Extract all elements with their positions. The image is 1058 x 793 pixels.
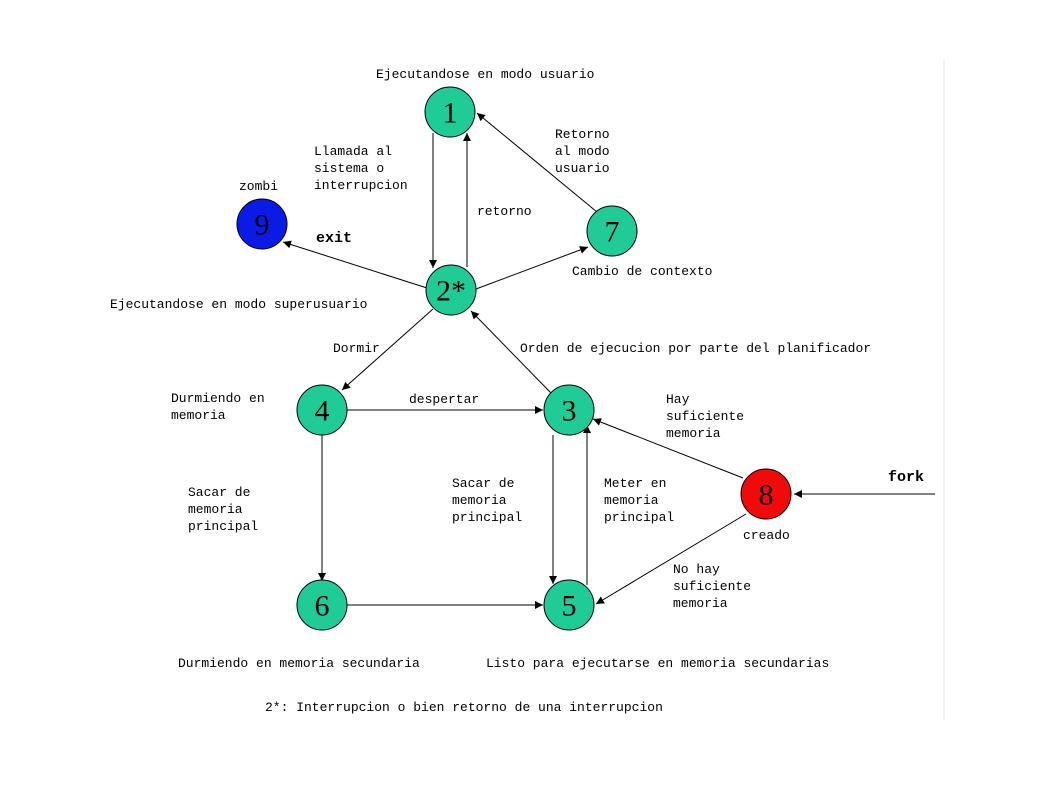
state-9-label: 9 [255,209,270,242]
return-user-mode-label: Retorno al modo usuario [555,127,617,176]
state-7-node: 7 [586,205,638,257]
swap-out-3-line-2: memoria [452,493,507,508]
return-user-mode-line-3: usuario [555,161,610,176]
swap-out-3-label: Sacar de memoria principal [452,476,522,525]
syscall-label-line-3: interrupcion [314,178,408,193]
state-4-node: 4 [296,384,348,436]
state-3-label: 3 [562,395,577,428]
swap-out-4-line-2: memoria [188,502,243,517]
state-7-label: 7 [605,216,620,249]
enough-memory-label: Hay suficiente memoria [666,392,752,441]
state-5-label: 5 [562,590,577,623]
edge-8-to-5 [595,513,747,605]
retorno-label: retorno [477,204,532,219]
enough-memory-line-3: memoria [666,426,721,441]
state-4-description: Durmiendo en memoria [171,391,272,423]
state-5-circle [543,579,595,631]
sleep-label: Dormir [333,341,380,356]
return-user-mode-line-1: Retorno [555,127,610,142]
fork-label: fork [888,469,924,486]
swap-in-line-2: memoria [604,493,659,508]
created-label: creado [743,528,790,543]
swap-out-3-line-1: Sacar de [452,476,514,491]
state-8-node: 8 [740,468,792,520]
state-5-description: Listo para ejecutarse en memoria secunda… [486,656,829,671]
state-3-circle [543,384,595,436]
exit-label: exit [316,230,352,247]
state-2-label: 2* [436,275,466,308]
swap-in-line-3: principal [604,510,674,525]
state-4-description-line-1: Durmiendo en [171,391,265,406]
state-7-circle [586,205,638,257]
footnote: 2*: Interrupcion o bien retorno de una i… [265,700,663,715]
state-3-node: 3 [543,384,595,436]
not-enough-memory-label: No hay suficiente memoria [673,562,759,611]
enough-memory-line-2: suficiente [666,409,744,424]
state-4-description-line-2: memoria [171,408,226,423]
state-6-description: Durmiendo en memoria secundaria [178,656,420,671]
syscall-label-line-2: sistema o [314,161,384,176]
syscall-label: Llamada al sistema o interrupcion [314,144,408,193]
state-9-circle [236,198,288,250]
state-6-node: 6 [296,579,348,631]
enough-memory-line-1: Hay [666,392,690,407]
state-4-label: 4 [315,395,330,428]
swap-in-label: Meter en memoria principal [604,476,674,525]
zombie-label: zombi [239,179,278,194]
state-6-label: 6 [315,590,330,623]
state-5-node: 5 [543,579,595,631]
state-8-circle [740,468,792,520]
swap-in-line-1: Meter en [604,476,666,491]
edge-7-to-1 [476,112,598,213]
state-1-description: Ejecutandose en modo usuario [376,67,594,82]
state-4-circle [296,384,348,436]
swap-out-4-label: Sacar de memoria principal [188,485,258,534]
state-8-label: 8 [759,479,774,512]
syscall-label-line-1: Llamada al [314,144,392,159]
edge-2-to-7 [475,246,589,290]
swap-out-4-line-3: principal [188,519,258,534]
state-1-circle [424,86,476,138]
state-6-circle [296,579,348,631]
state-9-node: 9 [236,198,288,250]
edge-8-to-3 [592,418,744,479]
swap-out-3-line-3: principal [452,510,522,525]
edge-3-to-2 [470,310,552,394]
state-2-circle [425,264,477,316]
edge-2-to-4 [341,308,434,391]
context-switch-label: Cambio de contexto [572,264,712,279]
state-2-node: 2* [425,264,477,316]
not-enough-memory-line-3: memoria [673,596,728,611]
state-1-node: 1 [424,86,476,138]
return-user-mode-line-2: al modo [555,144,610,159]
state-1-label: 1 [443,97,458,130]
wakeup-label: despertar [409,392,479,407]
swap-out-4-line-1: Sacar de [188,485,250,500]
not-enough-memory-line-1: No hay [673,562,720,577]
not-enough-memory-line-2: suficiente [673,579,751,594]
scheduler-label: Orden de ejecucion por parte del planifi… [520,341,871,356]
edge-2-to-9 [282,240,428,289]
state-2-description: Ejecutandose en modo superusuario [110,297,367,312]
